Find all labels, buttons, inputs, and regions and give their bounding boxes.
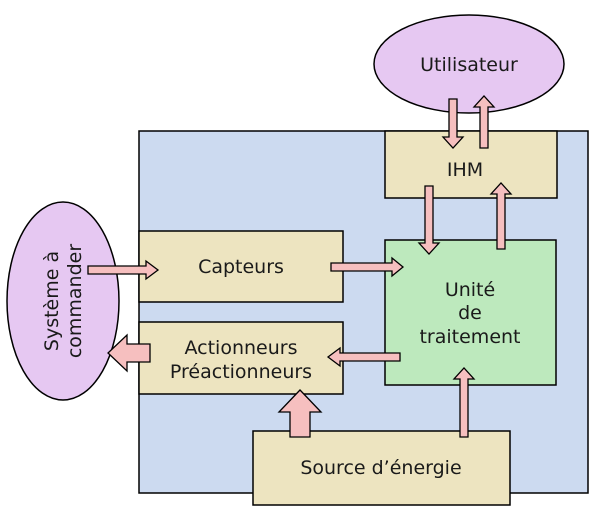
arrow-source-to-unite [452, 367, 476, 438]
ihm-label: IHM [447, 159, 483, 181]
actionneurs-label-line2: Préactionneurs [170, 361, 312, 383]
capteurs-block [138, 230, 344, 303]
arrow-unite-to-actionneurs [326, 346, 401, 368]
arrow-source-to-actionneurs [277, 389, 323, 438]
source-energie-block [252, 430, 511, 506]
systeme-label-line2: commander [64, 244, 86, 359]
arrow-utilisateur-to-ihm [441, 98, 465, 149]
arrow-unite-to-ihm [489, 182, 513, 250]
systeme-label-line1: Système à [41, 251, 63, 351]
unite-traitement-block [384, 239, 557, 386]
unite-label-line1: Unité [445, 279, 495, 301]
unite-label-line3: traitement [419, 326, 520, 348]
utilisateur-label: Utilisateur [420, 54, 518, 76]
arrow-ihm-to-utilisateur [472, 95, 496, 149]
systeme-a-commander-ellipse [6, 201, 120, 401]
source-energie-label: Source d’énergie [300, 457, 461, 479]
arrow-actionneurs-to-systeme [107, 333, 151, 373]
ihm-block [384, 130, 558, 199]
arrow-ihm-to-unite [417, 185, 441, 255]
actionneurs-label-line1: Actionneurs [185, 337, 298, 359]
actionneurs-block [138, 321, 344, 395]
capteurs-label: Capteurs [198, 256, 284, 278]
utilisateur-ellipse [373, 14, 565, 114]
unite-label-line2: de [458, 302, 482, 324]
arrow-systeme-to-capteurs [87, 259, 160, 281]
arrow-capteurs-to-unite [330, 256, 405, 278]
